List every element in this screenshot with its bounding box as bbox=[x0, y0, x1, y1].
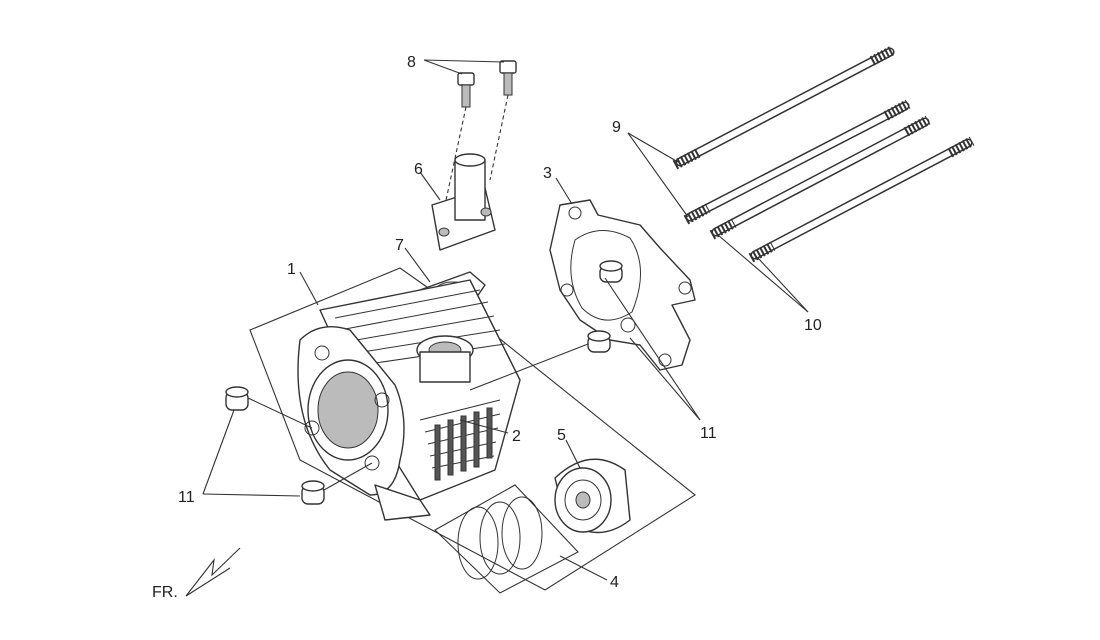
piston-ring-group-outline bbox=[434, 484, 579, 594]
cam-chain-tensioner bbox=[431, 153, 496, 251]
cylinder-studs bbox=[672, 45, 975, 263]
cylinder-group-outline bbox=[249, 267, 696, 591]
callout-3: 3 bbox=[543, 165, 552, 182]
leader-lines bbox=[202, 59, 809, 581]
callout-9: 9 bbox=[612, 119, 621, 136]
callout-4: 4 bbox=[610, 574, 619, 591]
callout-5: 5 bbox=[557, 427, 566, 444]
front-direction-arrow bbox=[185, 547, 241, 597]
dowel-pins bbox=[225, 260, 623, 505]
front-marker-label: FR. bbox=[152, 584, 178, 601]
callout-2: 2 bbox=[512, 428, 521, 445]
callout-7: 7 bbox=[395, 237, 404, 254]
callout-1: 1 bbox=[287, 261, 296, 278]
callout-11-left: 11 bbox=[178, 489, 195, 506]
callout-8: 8 bbox=[407, 54, 416, 71]
cylinder-block bbox=[297, 279, 521, 521]
callout-6: 6 bbox=[414, 161, 423, 178]
bolts bbox=[444, 60, 517, 206]
cylinder-base-gasket bbox=[549, 199, 696, 371]
piston-rings bbox=[457, 496, 543, 580]
callout-10: 10 bbox=[804, 317, 822, 334]
piston bbox=[554, 458, 631, 534]
callout-11-right: 11 bbox=[700, 425, 717, 442]
